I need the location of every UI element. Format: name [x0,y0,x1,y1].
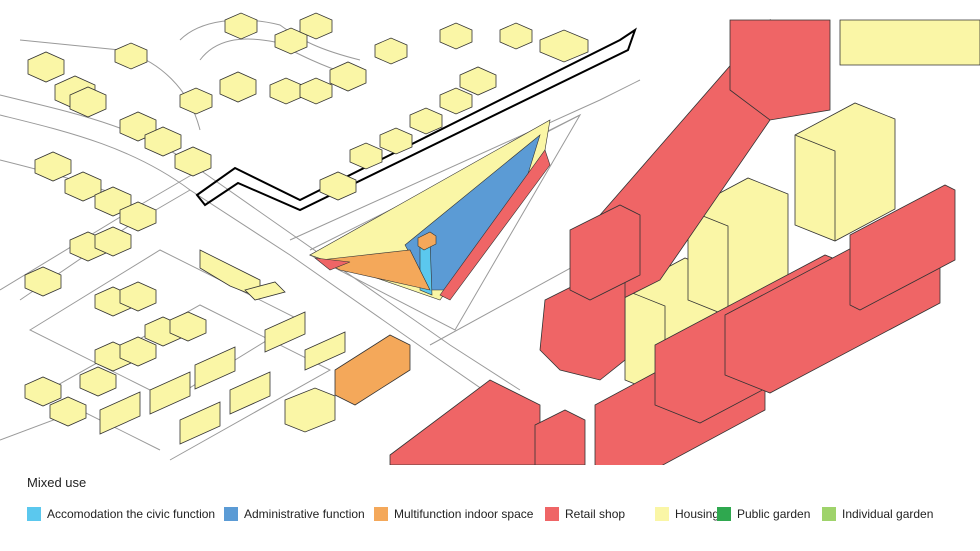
swatch-housing [655,507,669,521]
legend-label-public-garden: Public garden [737,507,811,521]
swatch-individual-garden [822,507,836,521]
swatch-retail [545,507,559,521]
legend-item-individual-garden: Individual garden [822,507,933,521]
legend-item-administrative: Administrative function [224,507,365,521]
housing-buildings [24,12,589,445]
legend-item-housing: Housing [655,507,719,521]
legend-item-public-garden: Public garden [717,507,810,521]
legend-item-retail: Retail shop [545,507,625,521]
legend-label-accomodation: Accomodation the civic function [47,507,216,521]
mixed-use-project [309,119,551,301]
legend-item-accomodation: Accomodation the civic function [27,507,215,521]
swatch-public-garden [717,507,731,521]
housing-blocks-large [624,19,980,397]
site-boundary [195,27,637,212]
swatch-administrative [224,507,238,521]
legend-label-housing: Housing [675,507,720,521]
legend-label-multifunction: Multifunction indoor space [394,507,534,521]
legend: Accomodation the civic function Administ… [27,507,972,527]
legend-title: Mixed use [27,475,87,490]
site-axonometric-diagram [0,12,980,465]
multifunction-building [334,334,411,406]
swatch-accomodation [27,507,41,521]
legend-label-administrative: Administrative function [244,507,365,521]
swatch-multifunction [374,507,388,521]
legend-item-multifunction: Multifunction indoor space [374,507,533,521]
retail-buildings [389,18,956,465]
legend-label-individual-garden: Individual garden [842,507,934,521]
legend-label-retail: Retail shop [565,507,626,521]
